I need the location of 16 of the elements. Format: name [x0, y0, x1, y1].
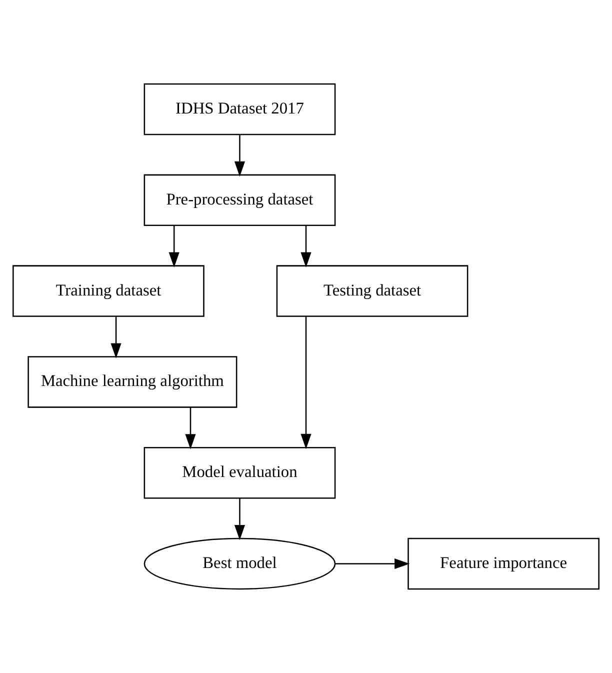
node-box: Pre-processing dataset — [144, 174, 336, 226]
arrow — [335, 558, 410, 570]
node-box: Model evaluation — [144, 446, 336, 499]
node-box: Machine learning algorithm — [28, 356, 238, 408]
node-box: Feature importance — [408, 538, 600, 590]
node-box: Training dataset — [12, 265, 204, 317]
node-box: IDHS Dataset 2017 — [144, 83, 336, 136]
node-box: Testing dataset — [276, 265, 468, 317]
node-ellipse: Best model — [144, 538, 336, 590]
arrow — [234, 134, 246, 177]
arrow — [168, 226, 180, 268]
arrow — [300, 226, 312, 268]
arrow — [234, 498, 246, 540]
arrow — [185, 407, 196, 450]
arrow — [110, 316, 122, 358]
arrow — [300, 316, 312, 450]
